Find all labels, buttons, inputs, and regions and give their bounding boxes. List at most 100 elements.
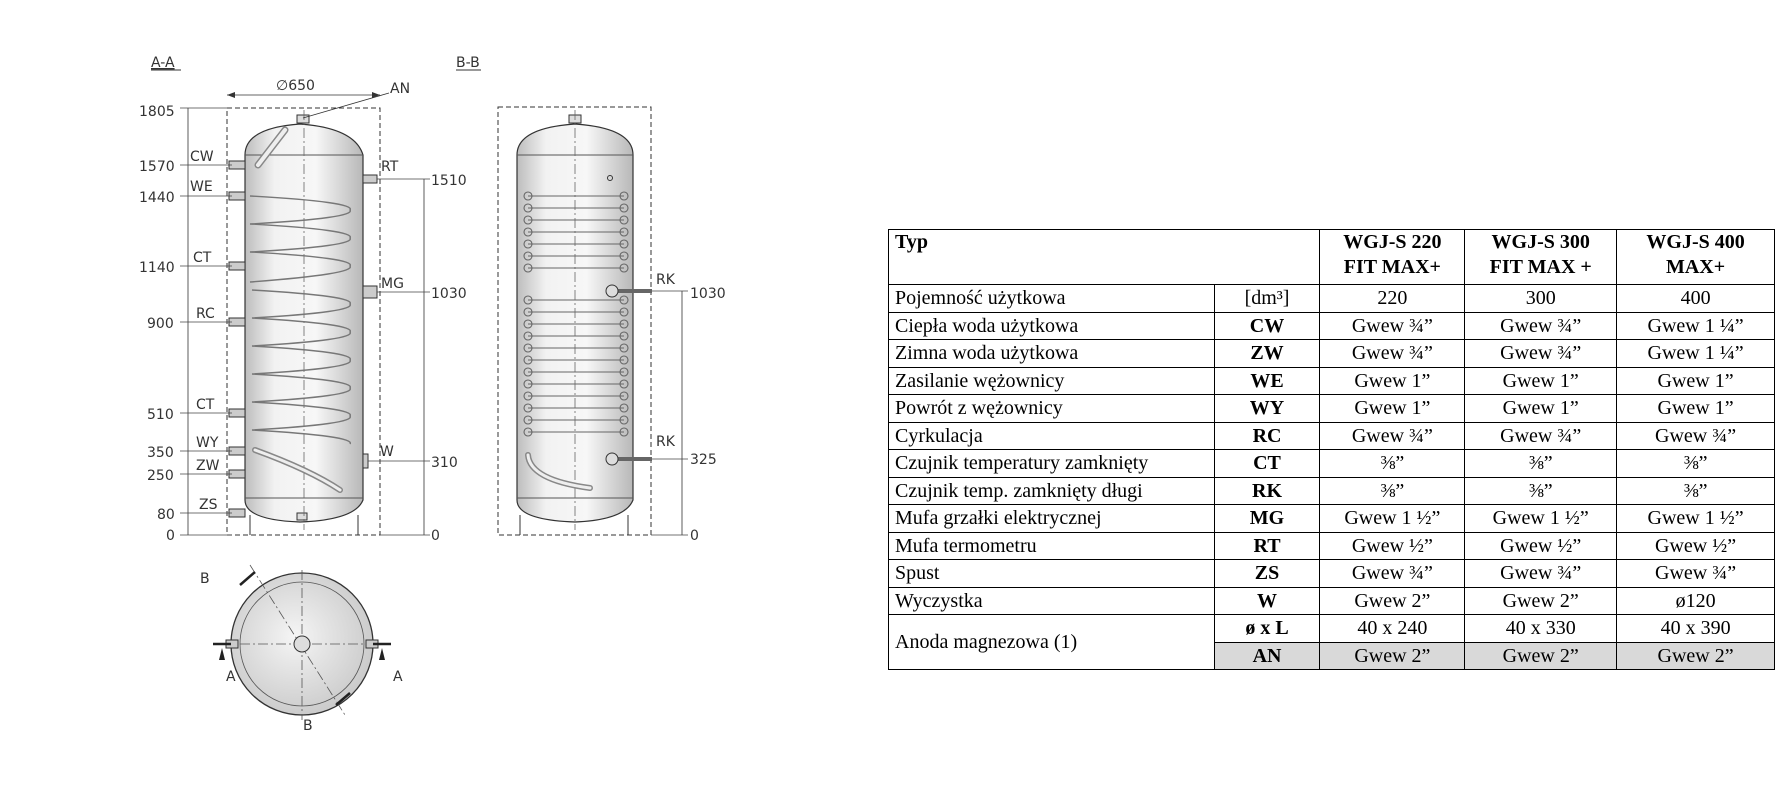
port-label-rt: RT [381, 159, 399, 175]
dim-1030-bb: 1030 [690, 286, 726, 302]
row-code: RC [1213, 421, 1321, 450]
dim-0-aa: 0 [431, 528, 440, 544]
section-bb-view [497, 106, 688, 536]
row-code: ZW [1213, 339, 1321, 368]
cell-value: Gwew ¾” [1464, 421, 1618, 450]
tank-drawing: A-A B-B [139, 55, 726, 734]
header-typ: Typ [887, 229, 1321, 285]
row-code: ZS [1213, 559, 1321, 588]
port-label-ct-lower: CT [196, 397, 215, 413]
row-code: RK [1213, 476, 1321, 505]
table-row: Wyczystka W Gwew 2” Gwew 2” ø120 [888, 586, 1775, 615]
cell-value: Gwew ¾” [1319, 559, 1466, 588]
dim-0-bb: 0 [690, 528, 699, 544]
cell-value: Gwew 2” [1464, 641, 1618, 670]
row-code: CT [1213, 449, 1321, 478]
cell-value: Gwew 2” [1616, 641, 1775, 670]
table-row: Czujnik temperatury zamknięty CT ⅜” ⅜” ⅜… [888, 449, 1775, 478]
cell-value: ⅜” [1319, 476, 1466, 505]
dim-1510: 1510 [431, 173, 467, 189]
cell-value: Gwew 1 ½” [1464, 504, 1618, 533]
row-name: Cyrkulacja [888, 421, 1215, 450]
table-row: Czujnik temp. zamknięty długi RK ⅜” ⅜” ⅜… [888, 476, 1775, 505]
diameter-label: ∅650 [276, 78, 315, 94]
cell-value: Gwew 2” [1464, 586, 1618, 615]
cell-value: Gwew 2” [1319, 641, 1466, 670]
cell-value: Gwew 1” [1616, 366, 1775, 395]
bb-label-rk-lower: RK [656, 434, 676, 450]
table-row: Ciepła woda użytkowa CW Gwew ¾” Gwew ¾” … [888, 311, 1775, 340]
height-1140: 1140 [139, 260, 175, 276]
row-code: WY [1213, 394, 1321, 423]
dim-1030-aa: 1030 [431, 286, 467, 302]
bb-label-rk-upper: RK [656, 272, 676, 288]
height-80: 80 [157, 507, 175, 523]
table-row: Spust ZS Gwew ¾” Gwew ¾” Gwew ¾” [888, 559, 1775, 588]
row-name: Zasilanie wężownicy [888, 366, 1215, 395]
row-name-anode: Anoda magnezowa (1) [888, 614, 1215, 670]
cell-value: 300 [1464, 284, 1618, 313]
table-row-anode-thread: AN Gwew 2” Gwew 2” Gwew 2” [889, 641, 1775, 670]
cell-value: 40 x 330 [1464, 614, 1618, 643]
cell-value: 220 [1319, 284, 1466, 313]
row-code: W [1213, 586, 1321, 615]
port-label-w: W [380, 444, 394, 460]
cell-value: 400 [1616, 284, 1775, 313]
cell-value: Gwew 1 ½” [1616, 504, 1775, 533]
cell-value: 40 x 390 [1616, 614, 1775, 643]
top-view-a-left: A [226, 669, 236, 685]
row-name: Spust [888, 559, 1215, 588]
row-name: Pojemność użytkowa [888, 284, 1215, 313]
cell-value: Gwew 1” [1319, 394, 1466, 423]
row-name: Wyczystka [888, 586, 1215, 615]
row-name: Czujnik temperatury zamknięty [888, 449, 1215, 478]
cell-value: Gwew 1 ½” [1319, 504, 1466, 533]
row-code: RT [1213, 531, 1321, 560]
row-name: Czujnik temp. zamknięty długi [888, 476, 1215, 505]
height-510: 510 [147, 407, 174, 423]
cell-value: ⅜” [1616, 449, 1775, 478]
top-view [213, 564, 391, 720]
cell-value: Gwew ¾” [1319, 421, 1466, 450]
table-row-anode-size: Anoda magnezowa (1) ø x L 40 x 240 40 x … [888, 614, 1775, 670]
cell-value: ø120 [1616, 586, 1775, 615]
port-label-we: WE [190, 179, 213, 195]
row-code: AN [1213, 641, 1321, 670]
section-bb-label: B-B [456, 55, 480, 71]
cell-value: Gwew 2” [1319, 586, 1466, 615]
section-aa-label: A-A [151, 55, 175, 71]
height-1440: 1440 [139, 190, 175, 206]
row-code: CW [1213, 311, 1321, 340]
table-row: Zasilanie wężownicy WE Gwew 1” Gwew 1” G… [888, 366, 1775, 395]
table-row: Zimna woda użytkowa ZW Gwew ¾” Gwew ¾” G… [888, 339, 1775, 368]
row-name: Powrót z wężownicy [888, 394, 1215, 423]
cell-value: Gwew ¾” [1319, 339, 1466, 368]
cell-value: ⅜” [1464, 449, 1618, 478]
cell-value: ⅜” [1319, 449, 1466, 478]
cell-value: 40 x 240 [1319, 614, 1466, 643]
height-900: 900 [147, 316, 174, 332]
cell-value: ⅜” [1464, 476, 1618, 505]
port-label-cw: CW [190, 149, 214, 165]
cell-value: ⅜” [1616, 476, 1775, 505]
cell-value: Gwew ½” [1464, 531, 1618, 560]
height-1570: 1570 [139, 159, 175, 175]
top-view-b-upper: B [200, 571, 210, 587]
table-row: Powrót z wężownicy WY Gwew 1” Gwew 1” Gw… [888, 394, 1775, 423]
cell-value: Gwew 1 ¼” [1616, 339, 1775, 368]
table-row: Mufa grzałki elektrycznej MG Gwew 1 ½” G… [888, 504, 1775, 533]
dim-325: 325 [690, 452, 717, 468]
row-name: Zimna woda użytkowa [888, 339, 1215, 368]
cell-value: Gwew 1” [1464, 394, 1618, 423]
table-row: Mufa termometru RT Gwew ½” Gwew ½” Gwew … [888, 531, 1775, 560]
height-350: 350 [147, 445, 174, 461]
port-label-ct-upper: CT [193, 250, 212, 266]
dim-310: 310 [431, 455, 458, 471]
cell-value: Gwew ¾” [1464, 339, 1618, 368]
port-label-zs: ZS [199, 497, 218, 513]
cell-value: Gwew ¾” [1319, 311, 1466, 340]
